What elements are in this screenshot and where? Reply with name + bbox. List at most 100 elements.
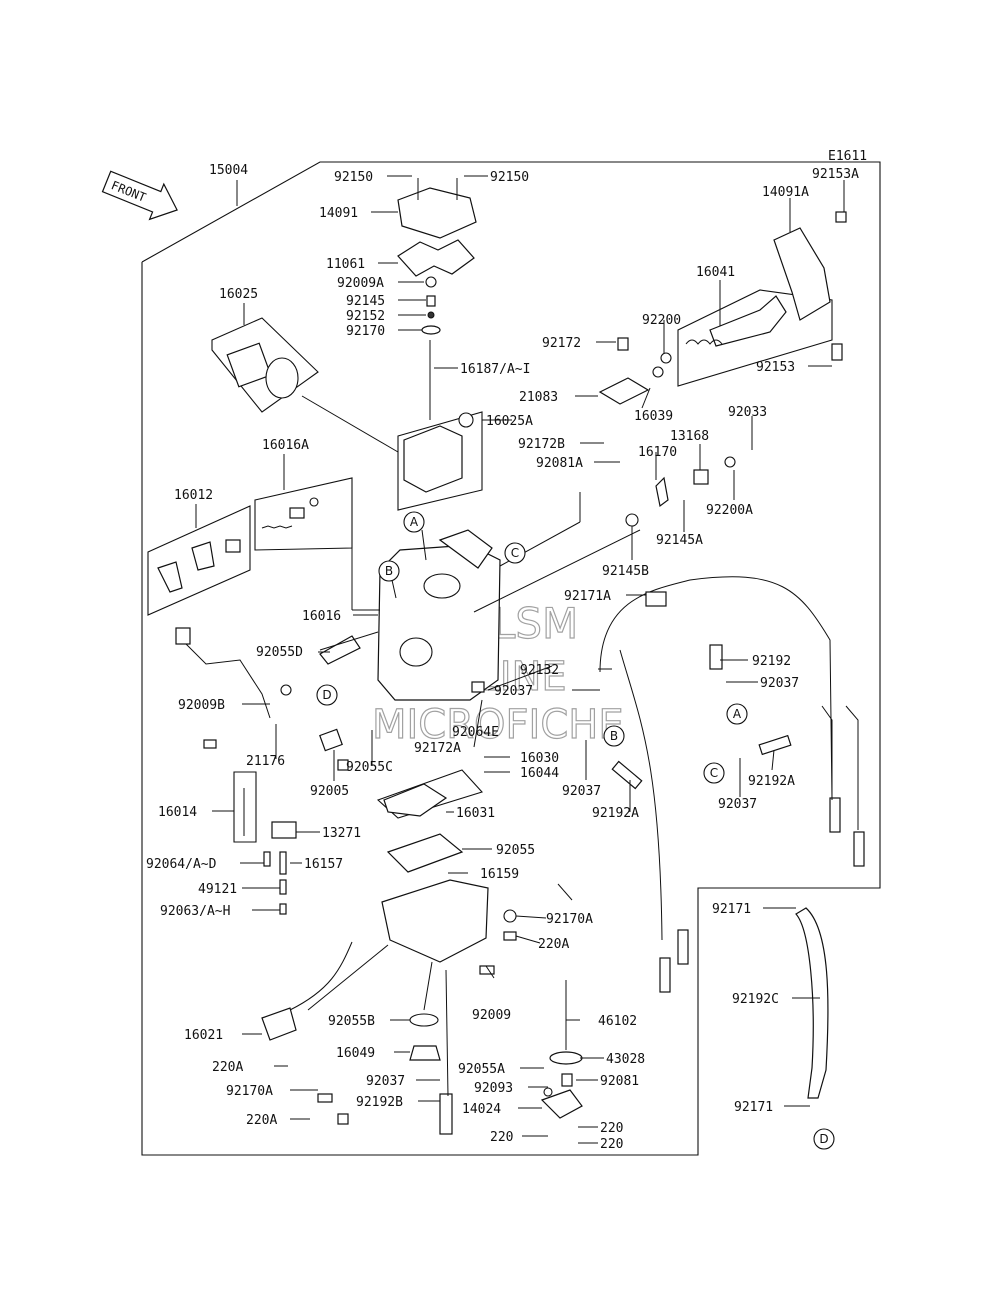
label-92150-right: 92150: [490, 170, 529, 185]
label-16039: 16039: [634, 409, 673, 424]
label-92064-ad: 92064/A~D: [146, 857, 217, 872]
label-49121: 49121: [198, 882, 237, 897]
label-16157: 16157: [304, 857, 343, 872]
label-16170: 16170: [638, 445, 677, 460]
label-46102: 46102: [598, 1014, 637, 1029]
label-92063-ah: 92063/A~H: [160, 904, 230, 919]
label-92081A: 92081A: [536, 456, 583, 471]
label-14091: 14091: [319, 206, 358, 221]
label-16187: 16187/A~I: [460, 362, 530, 377]
label-92192B: 92192B: [356, 1095, 403, 1110]
assembly-outline: [141, 161, 881, 1156]
label-92200A: 92200A: [706, 503, 753, 518]
label-92132: 92132: [520, 663, 559, 678]
svg-text:D: D: [819, 1132, 828, 1146]
label-220A-b: 220A: [246, 1113, 277, 1128]
label-21176: 21176: [246, 754, 285, 769]
callout-A-top: A: [403, 511, 425, 533]
label-92005: 92005: [310, 784, 349, 799]
label-92055D: 92055D: [256, 645, 303, 660]
label-92170A-b: 92170A: [546, 912, 593, 927]
label-92037-b: 92037: [494, 684, 533, 699]
label-92200: 92200: [642, 313, 681, 328]
box-16025A: [397, 411, 483, 511]
label-16025A: 16025A: [486, 414, 533, 429]
callouts: A B C D A B C D: [316, 511, 835, 1150]
label-92037-c: 92037: [562, 784, 601, 799]
front-arrow-icon: FRONT: [101, 170, 178, 221]
svg-text:B: B: [385, 564, 393, 578]
callout-A-right: A: [726, 703, 748, 725]
label-92172B: 92172B: [518, 437, 565, 452]
label-92152: 92152: [346, 309, 385, 324]
label-16030: 16030: [520, 751, 559, 766]
callout-D-left: D: [316, 684, 338, 706]
label-13271: 13271: [322, 826, 361, 841]
parts-drawings: [157, 178, 865, 1135]
label-92064E: 92064E: [452, 725, 499, 740]
label-92153A: 92153A: [812, 167, 859, 182]
label-220A-c: 220A: [538, 937, 569, 952]
label-13168: 13168: [670, 429, 709, 444]
label-16025: 16025: [219, 287, 258, 302]
label-92009: 92009: [472, 1008, 511, 1023]
label-16049: 16049: [336, 1046, 375, 1061]
box-16041: [677, 289, 833, 387]
box-16012: [147, 505, 251, 616]
label-92081: 92081: [600, 1074, 639, 1089]
svg-text:C: C: [710, 766, 718, 780]
callout-D-bottom: D: [813, 1128, 835, 1150]
label-16016A: 16016A: [262, 438, 309, 453]
label-220-b: 220: [600, 1121, 623, 1136]
label-92192C: 92192C: [732, 992, 779, 1007]
label-92172: 92172: [542, 336, 581, 351]
label-16041: 16041: [696, 265, 735, 280]
callout-B-mid: B: [603, 725, 625, 747]
label-220A-a: 220A: [212, 1060, 243, 1075]
label-16021: 16021: [184, 1028, 223, 1043]
label-92037-a: 92037: [366, 1074, 405, 1089]
label-16014: 16014: [158, 805, 197, 820]
label-16159: 16159: [480, 867, 519, 882]
label-15004: 15004: [209, 163, 248, 178]
label-16012: 16012: [174, 488, 213, 503]
box-16014: [233, 771, 257, 843]
callout-C-top: C: [504, 542, 526, 564]
label-92055A: 92055A: [458, 1062, 505, 1077]
label-92153: 92153: [756, 360, 795, 375]
label-92037-e: 92037: [718, 797, 757, 812]
label-16031: 16031: [456, 806, 495, 821]
label-92093: 92093: [474, 1081, 513, 1096]
label-92171-a: 92171: [712, 902, 751, 917]
label-220-a: 220: [490, 1130, 513, 1145]
label-14024: 14024: [462, 1102, 501, 1117]
label-92171-b: 92171: [734, 1100, 773, 1115]
label-92172A: 92172A: [414, 741, 461, 756]
label-92037-d: 92037: [760, 676, 799, 691]
label-92192: 92192: [752, 654, 791, 669]
label-92055B: 92055B: [328, 1014, 375, 1029]
label-92145B: 92145B: [602, 564, 649, 579]
label-92145A: 92145A: [656, 533, 703, 548]
label-92170A-a: 92170A: [226, 1084, 273, 1099]
svg-text:MICROFICHE: MICROFICHE: [372, 702, 624, 748]
label-220-c: 220: [600, 1137, 623, 1152]
svg-text:D: D: [322, 688, 331, 702]
callout-B-top: B: [378, 560, 400, 582]
callout-C-right: C: [703, 762, 725, 784]
label-16016: 16016: [302, 609, 341, 624]
diagram-code: E1611: [828, 149, 867, 164]
leader-lines: [195, 175, 845, 1144]
label-92192A-b: 92192A: [748, 774, 795, 789]
svg-text:C: C: [511, 546, 519, 560]
label-11061: 11061: [326, 257, 365, 272]
label-14091A: 14091A: [762, 185, 809, 200]
label-92033: 92033: [728, 405, 767, 420]
label-92150-left: 92150: [334, 170, 373, 185]
svg-text:A: A: [410, 515, 419, 529]
label-16044: 16044: [520, 766, 559, 781]
label-92170: 92170: [346, 324, 385, 339]
label-92009A: 92009A: [337, 276, 384, 291]
label-21083: 21083: [519, 390, 558, 405]
